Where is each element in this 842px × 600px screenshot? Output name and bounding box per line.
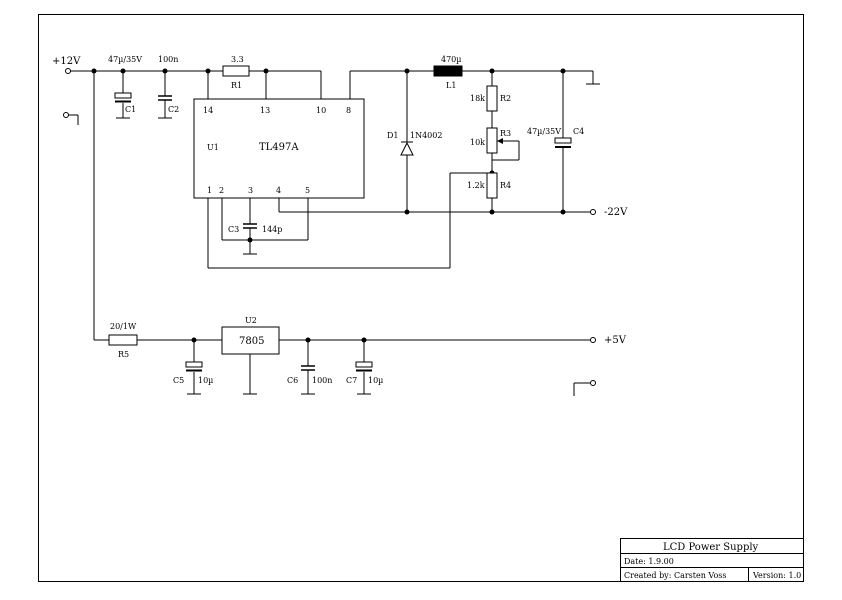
- u2-value: 7805: [239, 336, 264, 347]
- resistor-r4: 1.2k R4: [467, 172, 511, 212]
- port-neg22v: -22V: [590, 207, 628, 218]
- ground-input: [63, 112, 79, 125]
- potentiometer-r3: R3 10k: [470, 127, 520, 173]
- u1-pin-13: 13: [260, 106, 270, 115]
- c7-ref: C7: [346, 376, 357, 385]
- u1-pin-1: 1: [207, 186, 212, 195]
- c4-ref: C4: [573, 127, 584, 136]
- title-block: LCD Power Supply Date: 1.9.00 Created by…: [620, 538, 804, 582]
- port-5v: +5V: [590, 335, 627, 346]
- capacitor-c3: C3 144p: [221, 198, 309, 255]
- u1-pin-14: 14: [203, 106, 213, 115]
- c5-value: 10µ: [198, 376, 213, 385]
- resistor-r5: 20/1W R5: [108, 322, 138, 359]
- port-neg22v-label: -22V: [604, 207, 628, 218]
- u1-pin-3: 3: [248, 186, 253, 195]
- resistor-r2: 18k R2: [470, 71, 511, 128]
- u1-pin-4: 4: [276, 186, 281, 195]
- resistor-r1: 3.3 R1: [222, 55, 250, 90]
- capacitor-c6: C6 100n: [287, 340, 332, 395]
- ground-top-right: [586, 71, 600, 85]
- r1-ref: R1: [231, 81, 242, 90]
- c1-value: 47µ/35V: [108, 55, 142, 64]
- title-block-version: Version: 1.0: [752, 571, 801, 580]
- title-block-author: Created by: Carsten Voss: [624, 571, 726, 580]
- l1-ref: L1: [446, 81, 456, 90]
- c4-value: 47µ/35V: [527, 127, 561, 136]
- u1-pin-5: 5: [305, 186, 310, 195]
- port-5v-label: +5V: [604, 335, 627, 346]
- sheet-border: [38, 14, 804, 582]
- capacitor-c2: 100n C2: [158, 55, 179, 119]
- l1-value: 470µ: [441, 55, 461, 64]
- c1-ref: C1: [125, 105, 136, 114]
- u1-value: TL497A: [259, 142, 299, 153]
- capacitor-c1: 47µ/35V C1: [108, 55, 142, 119]
- c3-ref: C3: [228, 225, 239, 234]
- ground-output: [573, 380, 596, 396]
- r1-value: 3.3: [231, 55, 244, 64]
- r4-ref: R4: [500, 181, 511, 190]
- c2-ref: C2: [168, 105, 179, 114]
- c7-value: 10µ: [368, 376, 383, 385]
- c6-ref: C6: [287, 376, 298, 385]
- c6-value: 100n: [312, 376, 332, 385]
- ic-u1: TL497A U1 14 13 10 8 1 2 3 4 5: [193, 98, 365, 199]
- u1-ref: U1: [207, 143, 219, 152]
- u2-ref: U2: [245, 316, 257, 325]
- d1-ref: D1: [387, 131, 399, 140]
- c2-value: 100n: [158, 55, 178, 64]
- port-12v-label: +12V: [52, 56, 81, 67]
- regulator-u2: 7805 U2: [221, 316, 280, 395]
- r2-value: 18k: [470, 94, 485, 103]
- r2-ref: R2: [500, 94, 511, 103]
- u1-pin-10: 10: [316, 106, 326, 115]
- capacitor-c4: 47µ/35V C4: [527, 71, 584, 212]
- title-block-date: Date: 1.9.00: [624, 557, 674, 566]
- c3-value: 144p: [262, 225, 282, 234]
- r5-ref: R5: [118, 350, 129, 359]
- capacitor-c7: C7 10µ: [346, 340, 383, 395]
- r5-value: 20/1W: [110, 322, 137, 331]
- d1-value: 1N4002: [410, 131, 442, 140]
- u1-pin-2: 2: [219, 186, 224, 195]
- inductor-l1: 470µ L1: [433, 55, 463, 90]
- diode-d1: D1 1N4002: [387, 71, 442, 212]
- title-block-title: LCD Power Supply: [663, 542, 759, 553]
- r4-value: 1.2k: [467, 181, 485, 190]
- r3-ref: R3: [500, 129, 511, 138]
- c5-ref: C5: [173, 376, 184, 385]
- capacitor-c5: C5 10µ: [173, 340, 213, 395]
- u1-pin-8: 8: [346, 106, 351, 115]
- r3-value: 10k: [470, 138, 485, 147]
